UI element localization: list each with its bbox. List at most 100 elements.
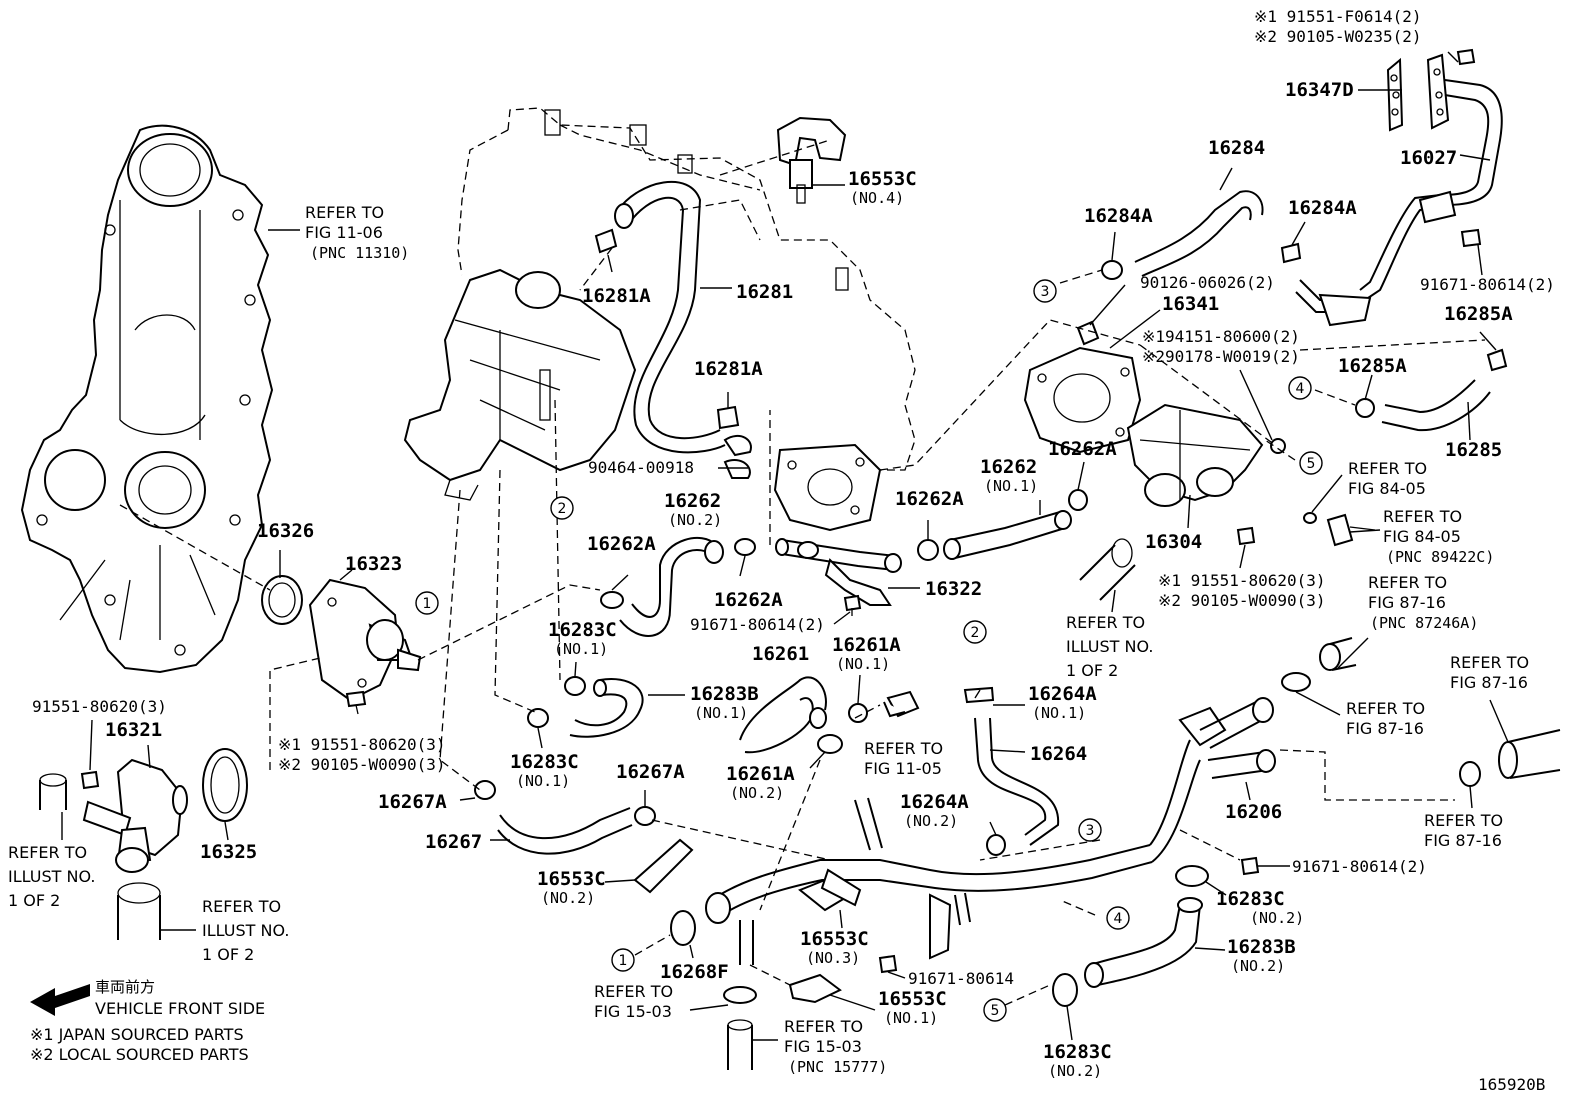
bracket-16553c-no1[interactable] — [788, 973, 842, 1004]
ref-fig-15-03: REFER TO — [594, 982, 673, 1001]
timing-chain-cover[interactable] — [20, 124, 274, 674]
bolt-16323[interactable] — [345, 690, 367, 715]
clamp-16285a-b[interactable] — [1355, 398, 1375, 418]
clamp-16261a-no2[interactable] — [817, 734, 843, 754]
sensor-84-05[interactable] — [1326, 513, 1376, 547]
label-j1-91551: ※1 91551-80620(3) — [278, 735, 446, 754]
pipe-16322[interactable] — [775, 538, 902, 606]
o-ring-16268f[interactable] — [670, 910, 696, 946]
gasket-16341[interactable] — [1023, 346, 1142, 454]
clamp-16553c-no4[interactable] — [776, 116, 847, 204]
svg-text:1: 1 — [619, 953, 628, 969]
label-16262a: 16262A — [895, 488, 964, 510]
bolt-16304[interactable] — [1236, 526, 1256, 546]
label-16262a: 16262A — [714, 589, 783, 611]
label-16283c-no1: 16283C — [548, 619, 617, 641]
svg-text:1 OF 2: 1 OF 2 — [1066, 661, 1118, 680]
label-91671-80614-2: 91671-80614(2) — [1292, 857, 1427, 876]
hose-16283b-no1[interactable] — [569, 678, 644, 738]
hose-16264[interactable] — [974, 717, 1060, 846]
hose-16281[interactable] — [614, 181, 726, 454]
o-ring-16325[interactable] — [202, 748, 248, 822]
clamp-16267a-b[interactable] — [634, 806, 656, 826]
label-16347d: 16347D — [1285, 79, 1354, 101]
clamp-16284a-l[interactable] — [1101, 260, 1123, 280]
label-16267a: 16267A — [616, 761, 685, 783]
bolt-91671-tr[interactable] — [1460, 228, 1482, 248]
pipe-16027[interactable] — [1295, 79, 1503, 327]
clamp-87-16b[interactable] — [1281, 672, 1311, 692]
callout-circle: 4 — [1288, 376, 1312, 400]
clamp-16262a-r[interactable] — [1068, 489, 1088, 511]
clamp-16262a-mid[interactable] — [734, 538, 756, 556]
hose-16261[interactable] — [739, 676, 827, 754]
clamp-16285a-a[interactable] — [1486, 348, 1508, 372]
bolt-91671-br[interactable] — [1240, 856, 1260, 876]
bolt-91671-mid[interactable] — [843, 594, 862, 616]
label-16261a-no1: 16261A — [832, 634, 901, 656]
label-16281a: 16281A — [582, 285, 651, 307]
svg-text:(NO.2): (NO.2) — [1048, 1062, 1102, 1080]
clamp-16283c-no2-b[interactable] — [1052, 973, 1078, 1007]
label-16267: 16267 — [425, 831, 482, 853]
hose-16283b-no2[interactable] — [1084, 897, 1203, 988]
label-16264a-no1: 16264A — [1028, 683, 1097, 705]
callout-circle: 3 — [1078, 818, 1102, 842]
label-16264a-no2: 16264A — [900, 791, 969, 813]
gasket-16347d[interactable] — [1386, 57, 1404, 132]
water-outlet-16304[interactable] — [1126, 403, 1264, 507]
bracket-16553c-no3[interactable] — [820, 868, 862, 907]
clamp-16262a-left[interactable] — [600, 591, 624, 609]
svg-text:(NO.1): (NO.1) — [836, 655, 890, 673]
water-pump-16323[interactable] — [308, 578, 422, 702]
hose-end-ill1of2 — [1079, 538, 1136, 601]
water-inlet-housing[interactable] — [403, 268, 637, 501]
label-16326: 16326 — [257, 520, 314, 542]
hose-16285[interactable] — [1381, 379, 1491, 432]
label-90126-06026-2: 90126-06026(2) — [1140, 273, 1275, 292]
gasket-16322[interactable] — [773, 443, 882, 532]
hose-16267[interactable] — [497, 807, 633, 855]
fitting-11-05[interactable] — [883, 690, 920, 718]
svg-text:FIG 87-16: FIG 87-16 — [1450, 673, 1528, 692]
gasket-16326[interactable] — [261, 575, 303, 625]
clamp-16261a-no1[interactable] — [848, 703, 868, 723]
clamp-16283c-no1-a[interactable] — [564, 676, 586, 696]
clamp-87-16d[interactable] — [1459, 761, 1481, 787]
clamp-16284a-r[interactable] — [1280, 242, 1302, 264]
label-290178-w0019: ※290178-W0019(2) — [1142, 347, 1300, 366]
clamp-16264a-no2[interactable] — [986, 834, 1006, 856]
label-16283b-no2: 16283B — [1227, 936, 1296, 958]
bolt-91671-bottom[interactable] — [878, 954, 898, 974]
label-16553c-no2: 16553C — [537, 868, 606, 890]
clamp-16281a-mid[interactable] — [716, 405, 740, 430]
svg-text:2: 2 — [558, 501, 567, 517]
hose-16262-no2[interactable] — [619, 536, 724, 637]
flange-16027[interactable] — [1426, 53, 1450, 130]
hose-16262-no1[interactable] — [943, 510, 1072, 560]
clip-90464-00918[interactable] — [723, 434, 752, 479]
label-16281a: 16281A — [694, 358, 763, 380]
hose-16284[interactable] — [1134, 190, 1264, 277]
stud-90126[interactable] — [1076, 320, 1100, 346]
clamp-16553c-no2[interactable] — [633, 838, 694, 894]
clamp-16262a-center[interactable] — [917, 539, 939, 561]
bolt-16027-top[interactable] — [1456, 48, 1476, 66]
callout-circle: 3 — [1033, 279, 1057, 303]
bolt-16321[interactable] — [80, 770, 100, 790]
pipe-stub-bottom — [117, 882, 161, 940]
o-ring-84-05[interactable] — [1303, 512, 1317, 524]
label-16284: 16284 — [1208, 137, 1265, 159]
ref-fig-11-06: REFER TO — [305, 203, 384, 222]
label-16283c-no2: 16283C — [1216, 888, 1285, 910]
clamp-15-03[interactable] — [723, 986, 757, 1070]
clamp-16264a-no1[interactable] — [963, 686, 995, 704]
label-j1-91551-f0614: ※1 91551-F0614(2) — [1254, 7, 1422, 26]
clamp-16283c-no1-b[interactable] — [527, 708, 549, 728]
clamp-16283c-no2-a[interactable] — [1175, 865, 1209, 887]
label-16553c-no1: 16553C — [878, 988, 947, 1010]
bolt-16304-top[interactable] — [1270, 438, 1286, 454]
water-inlet-16321[interactable] — [82, 758, 188, 873]
clamp-16281a-top[interactable] — [594, 228, 618, 254]
clamp-16267a-a[interactable] — [474, 780, 496, 800]
